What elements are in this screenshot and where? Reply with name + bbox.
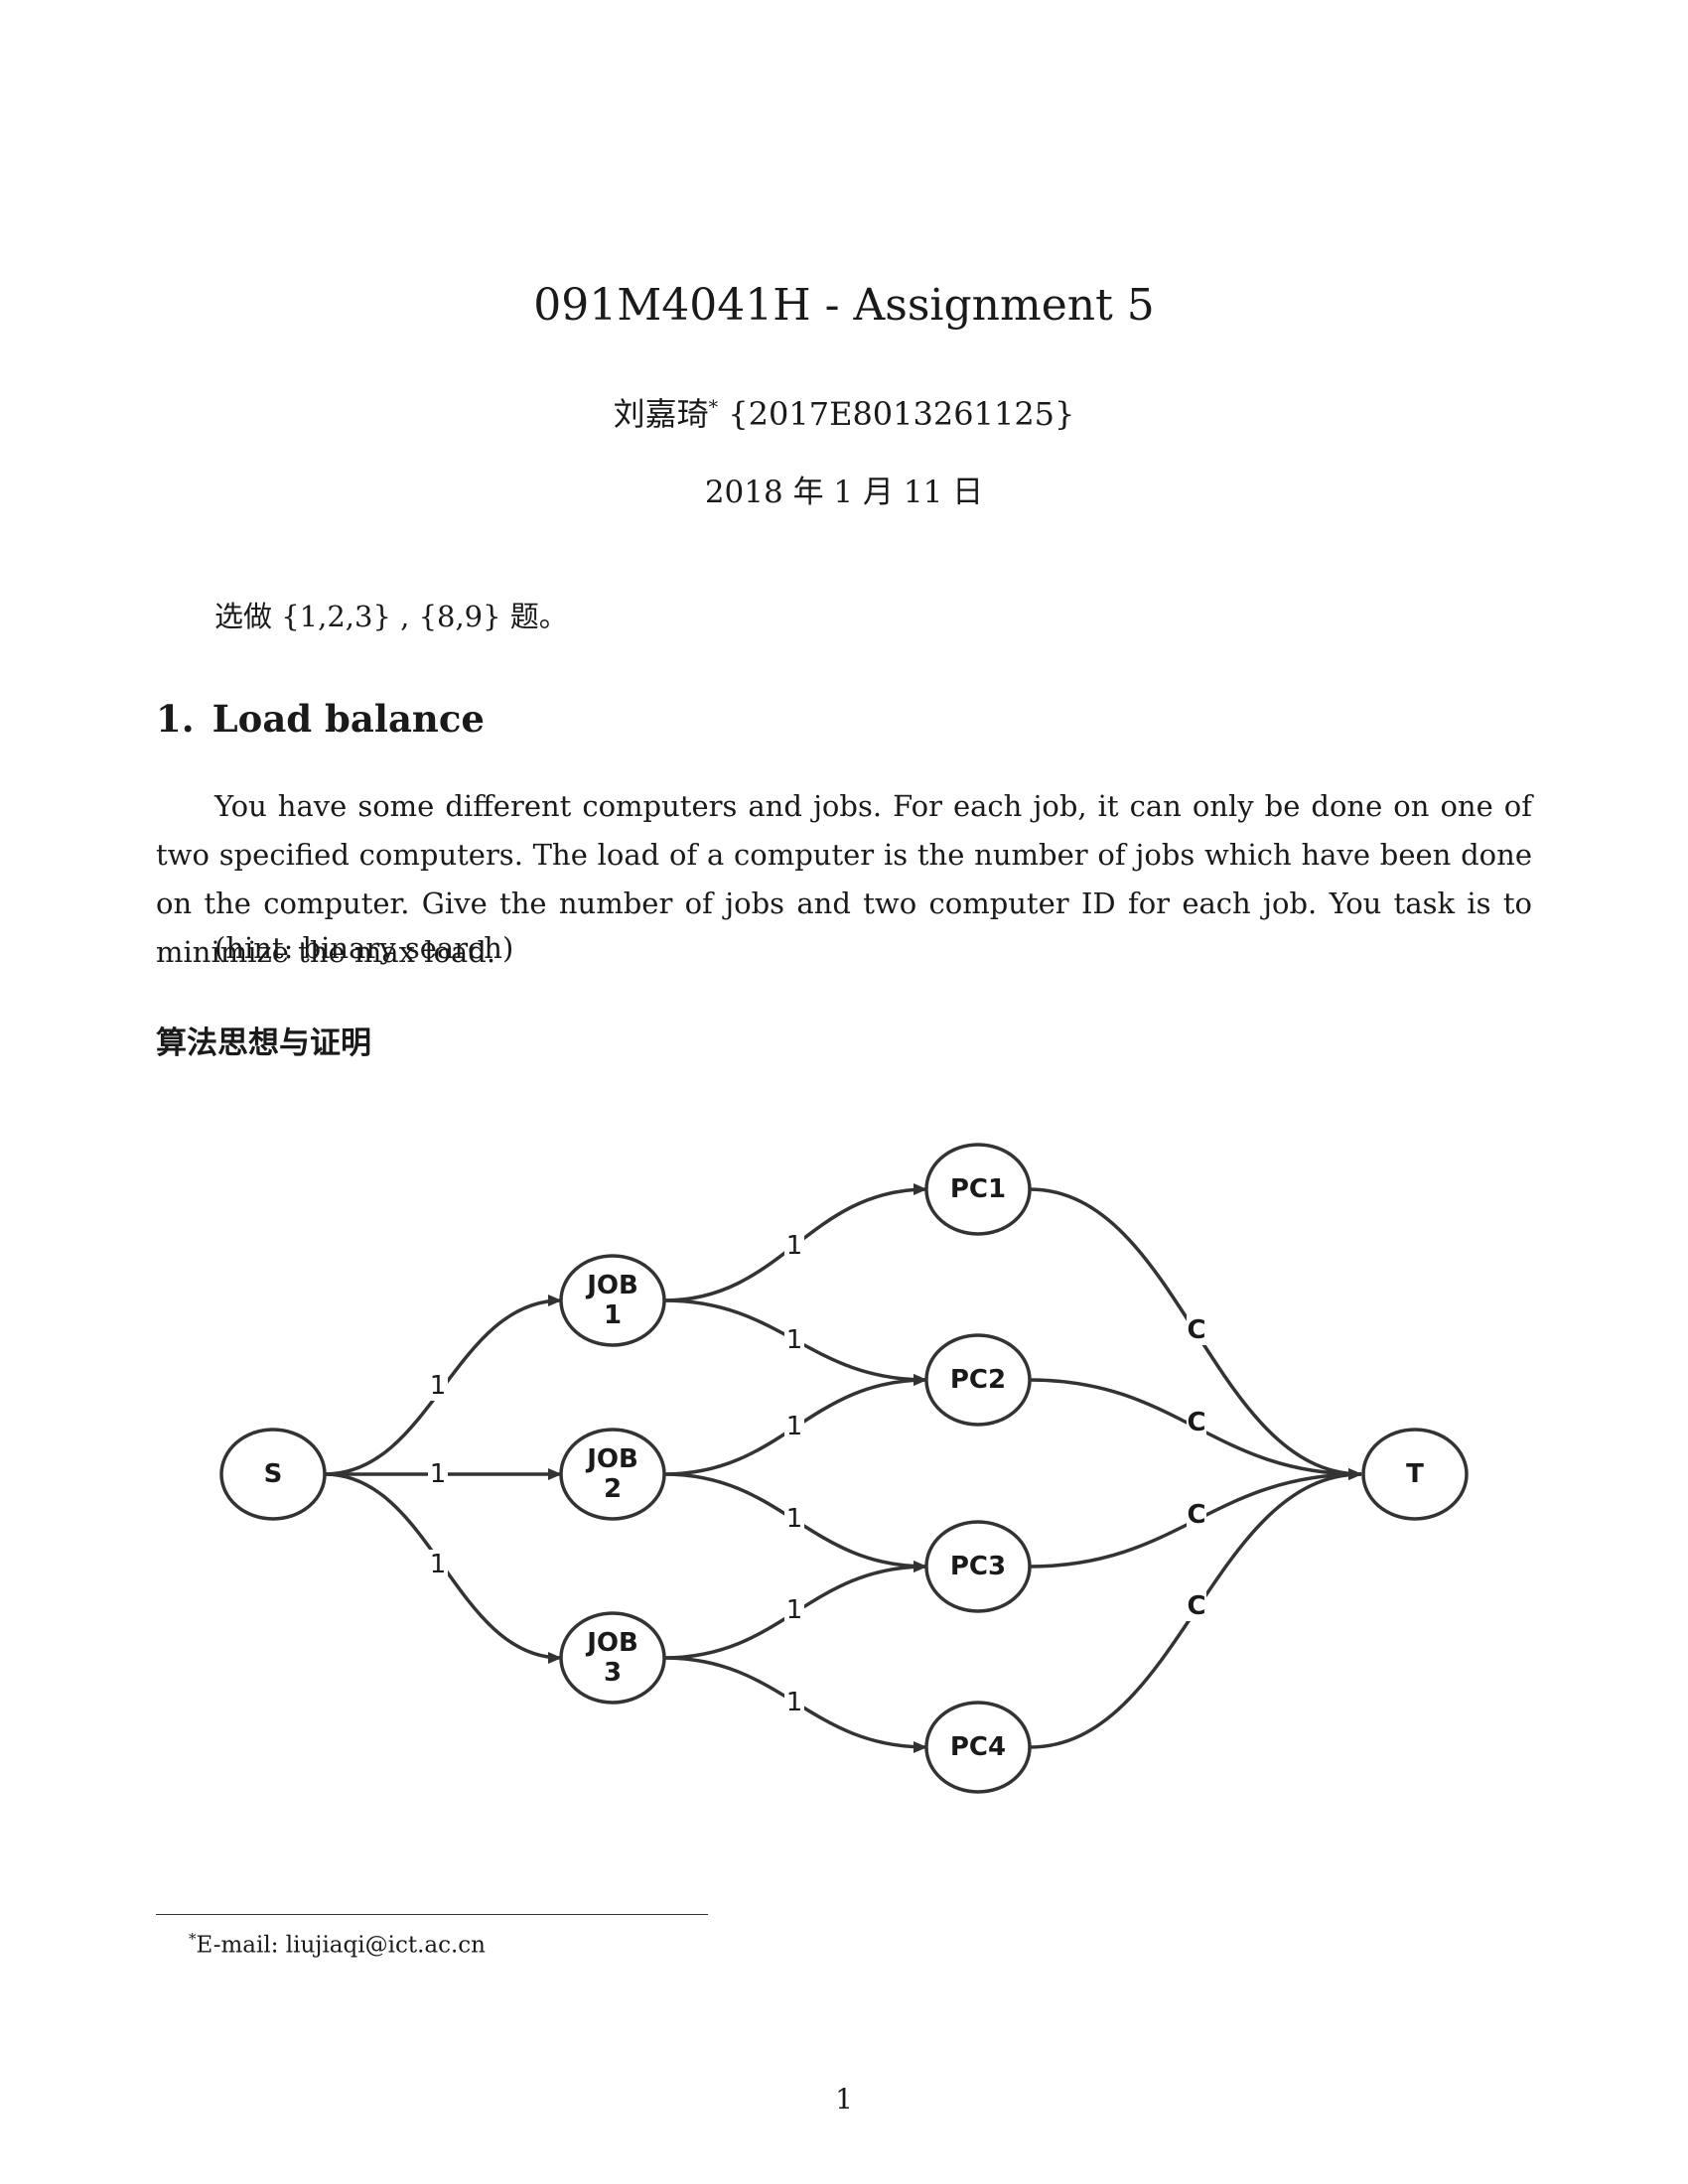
page-number: 1 (835, 2083, 853, 2116)
edge-capacity-label: 1 (430, 1550, 447, 1579)
edge-capacity-label: 1 (786, 1688, 803, 1717)
footnote-text: E-mail: liujiaqi@ict.ac.cn (196, 1932, 486, 1959)
edge-capacity-label: C (1187, 1500, 1205, 1530)
edge-label-background (784, 1688, 804, 1717)
edge-label-background (784, 1325, 804, 1355)
node-pc1: PC1 (924, 1143, 1032, 1236)
edge-label-background (1187, 1500, 1206, 1530)
footnote: *E-mail: liujiaqi@ict.ac.cn (189, 1930, 486, 1959)
edge-capacity-label: C (1187, 1408, 1205, 1437)
edge-capacity-label: 1 (786, 1325, 803, 1355)
node-pc3: PC3 (924, 1520, 1032, 1613)
selected-problems: 选做 {1,2,3} , {8,9} 题。 (214, 600, 568, 633)
node-label: 3 (604, 1658, 622, 1688)
edge-capacity-label: 1 (430, 1371, 447, 1401)
edge-label-background (784, 1412, 804, 1441)
edge-capacity-label: C (1187, 1591, 1205, 1621)
node-ellipse (924, 1701, 1032, 1794)
node-s: S (219, 1428, 327, 1521)
node-ellipse (924, 1520, 1032, 1613)
node-ellipse (1361, 1428, 1469, 1521)
problem-statement: You have some different computers and jo… (156, 789, 1532, 969)
edge-label-background (428, 1550, 448, 1579)
edge-label-background (1187, 1315, 1206, 1345)
node-ellipse (559, 1254, 666, 1347)
edge-capacity-label: 1 (786, 1231, 803, 1261)
node-pc4: PC4 (924, 1701, 1032, 1794)
section-heading: 1. Load balance (156, 697, 485, 741)
problem-hint: (hint: binary search) (214, 931, 514, 965)
edge-capacity-label: 1 (786, 1412, 803, 1441)
subsection-heading: 算法思想与证明 (156, 1025, 371, 1061)
edge-capacity-label: C (1187, 1315, 1205, 1345)
node-ellipse (219, 1428, 327, 1521)
node-label: 2 (604, 1474, 622, 1504)
edge-label-background (784, 1595, 804, 1625)
document-title: 091M4041H - Assignment 5 (533, 280, 1155, 331)
section-number: 1. (156, 697, 195, 741)
node-ellipse (924, 1143, 1032, 1236)
edge-capacity-label: 1 (786, 1595, 803, 1625)
author-line: 刘嘉琦* {2017E8013261125} (0, 389, 1688, 435)
node-pc2: PC2 (924, 1333, 1032, 1427)
edge-label-background (428, 1459, 448, 1489)
section-title: Load balance (211, 697, 485, 741)
node-label: PC1 (950, 1174, 1006, 1204)
node-ellipse (559, 1611, 666, 1705)
node-ellipse (559, 1428, 666, 1521)
author-name: 刘嘉琦 (613, 395, 709, 433)
node-label: T (1406, 1459, 1424, 1489)
node-label: JOB (585, 1444, 638, 1474)
node-label: JOB (585, 1271, 638, 1300)
node-label: JOB (585, 1628, 638, 1658)
node-label: PC2 (950, 1365, 1006, 1395)
document-date: 2018 年 1 月 11 日 (704, 475, 984, 510)
footnote-mark: * (189, 1930, 197, 1948)
edge-label-background (1187, 1591, 1206, 1621)
edge-label-background (784, 1231, 804, 1261)
edge-label-background (1187, 1408, 1206, 1437)
node-label: 1 (604, 1300, 622, 1330)
node-label: PC3 (950, 1552, 1006, 1581)
footnote-rule (156, 1914, 708, 1915)
edge-capacity-label: 1 (430, 1459, 447, 1489)
node-label: PC4 (950, 1732, 1006, 1762)
node-label: S (264, 1459, 283, 1489)
node-t: T (1361, 1428, 1469, 1521)
author-id: {2017E8013261125} (728, 395, 1075, 433)
author-footnote-mark: * (708, 396, 719, 419)
edge-label-background (784, 1504, 804, 1534)
edge-capacity-label: 1 (786, 1504, 803, 1534)
edge-label-background (428, 1371, 448, 1401)
node-ellipse (924, 1333, 1032, 1427)
